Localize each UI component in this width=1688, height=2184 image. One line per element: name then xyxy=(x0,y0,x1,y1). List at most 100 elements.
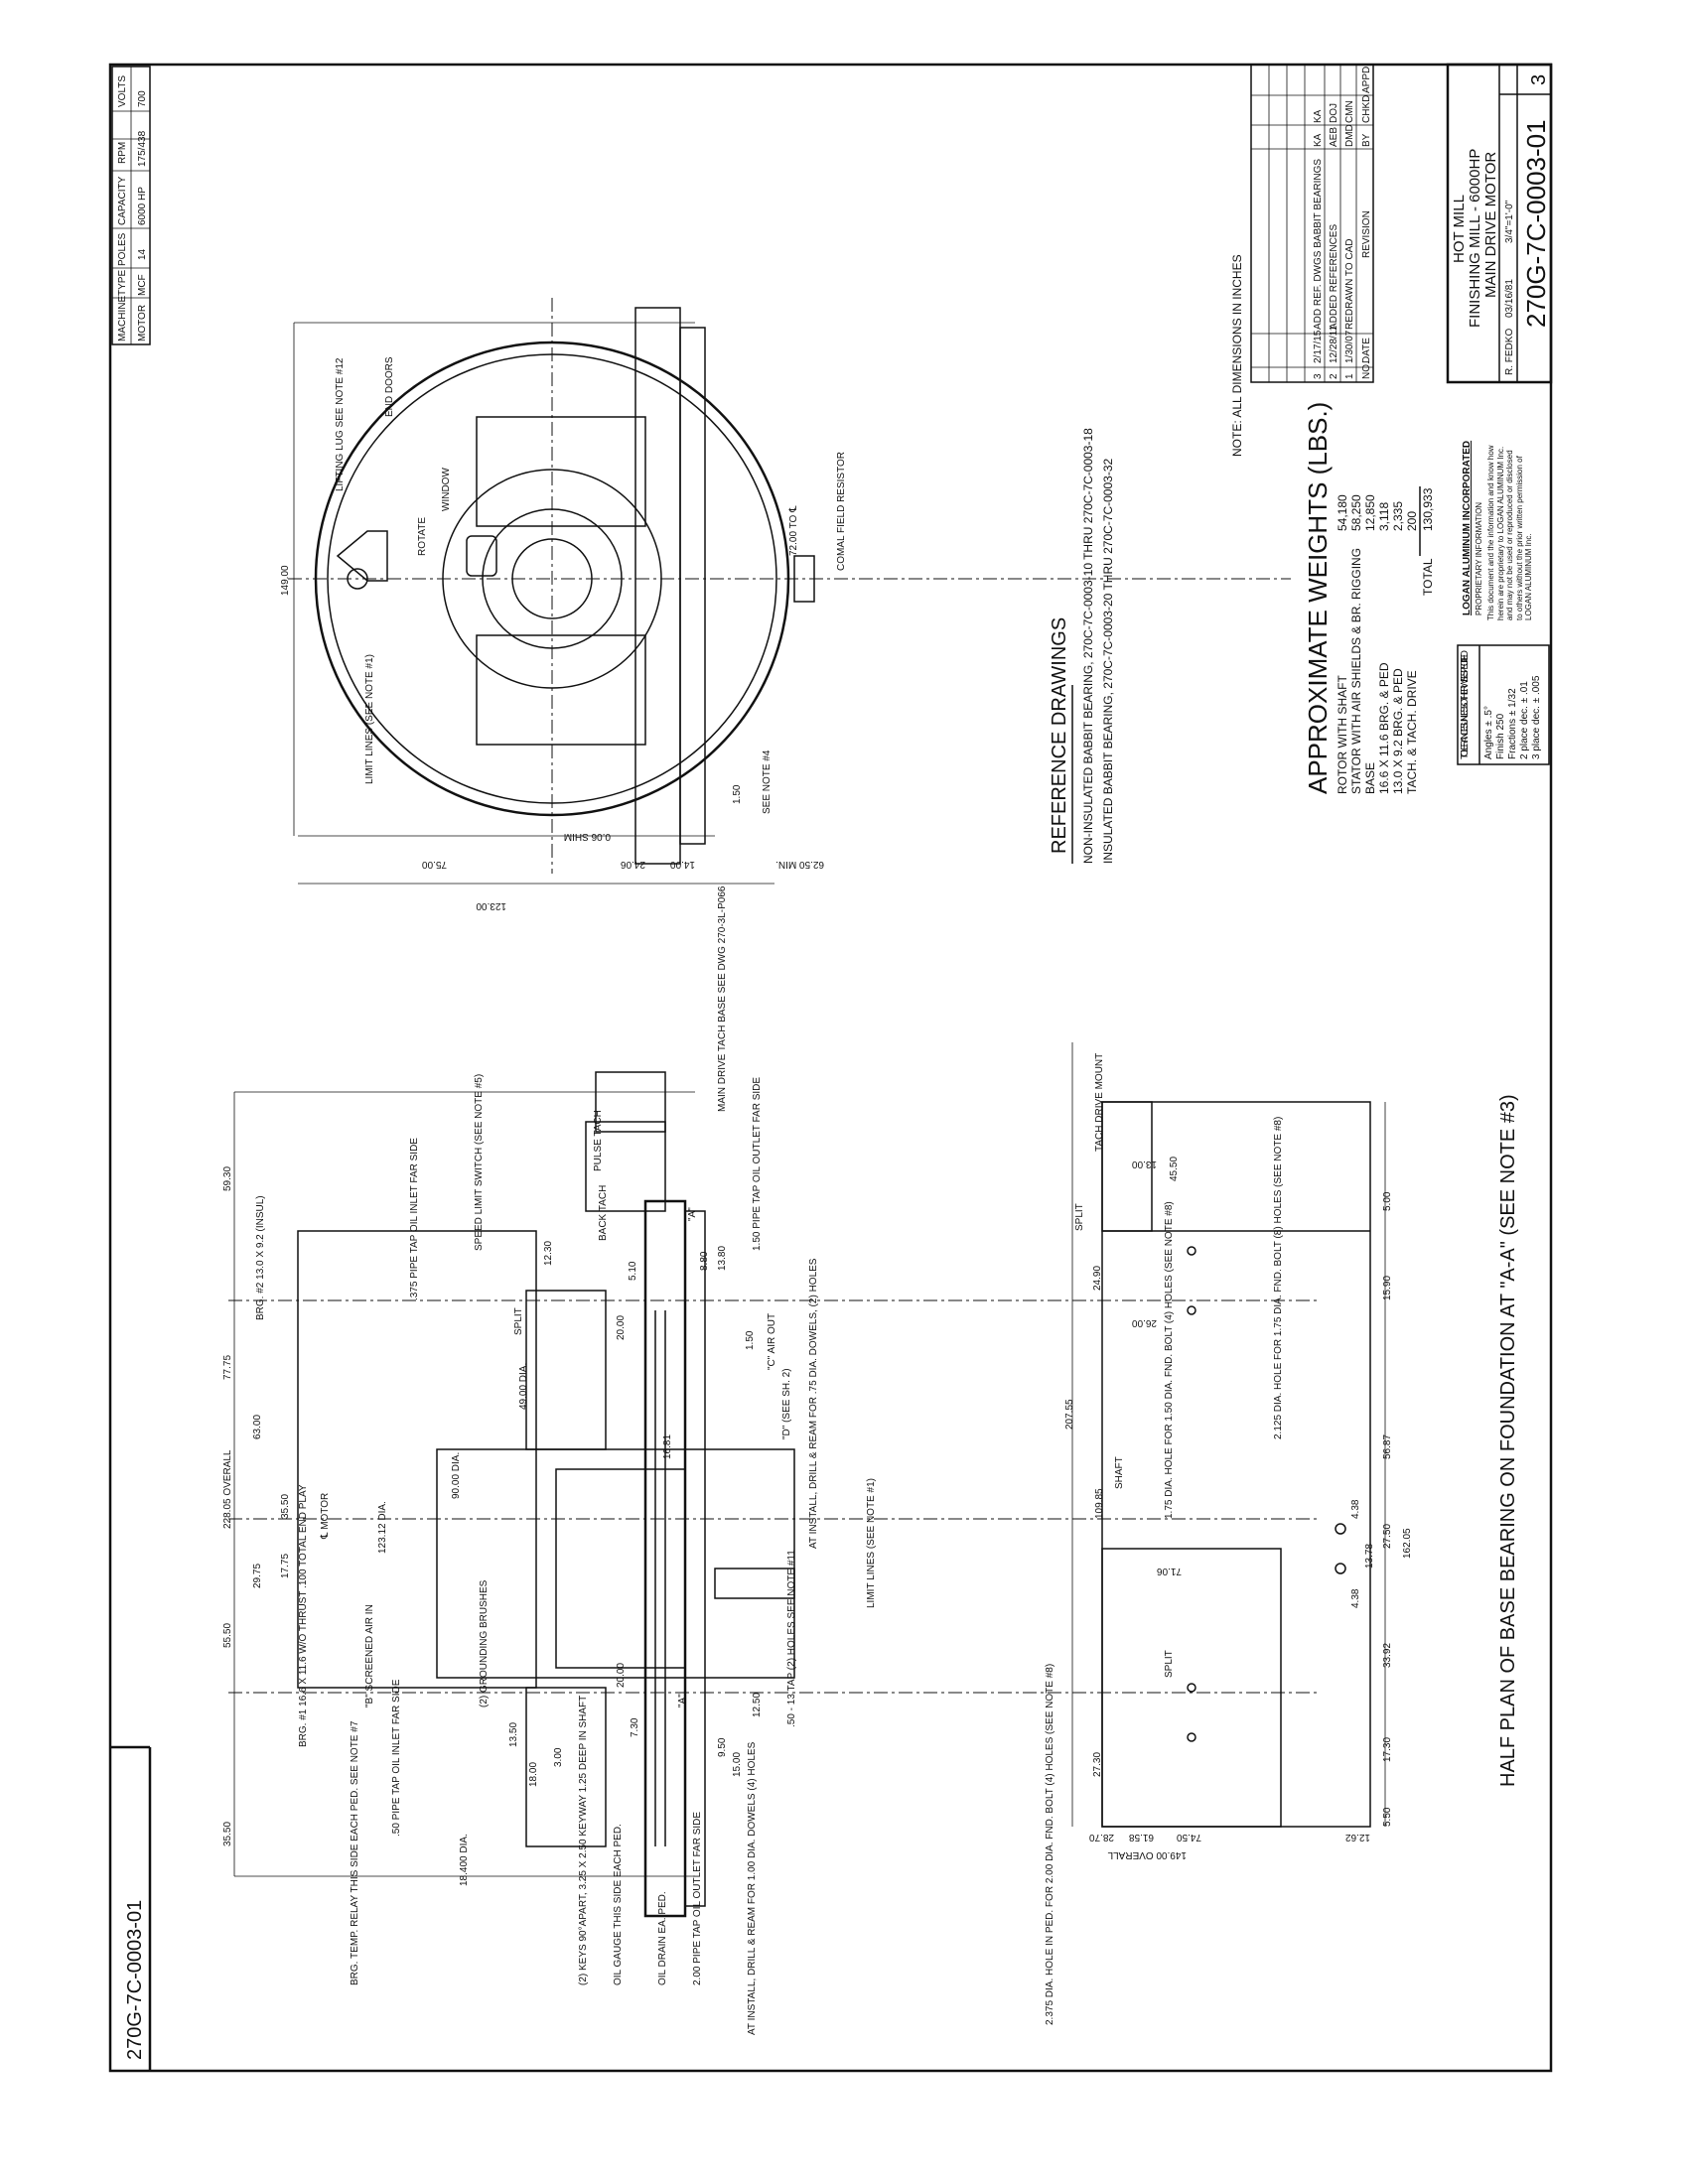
half-plan-view xyxy=(1071,1042,1386,1828)
drawing-label: MAIN DRIVE TACH BASE SEE DWG 270-3L-P066 xyxy=(717,886,728,1112)
drawing-label: 14 xyxy=(137,248,148,260)
proprietary-notice-text: This document and the information and kn… xyxy=(1486,445,1533,620)
drawing-label: LIFTING LUG SEE NOTE #12 xyxy=(335,357,346,491)
drawing-label: 77.75 xyxy=(222,1355,233,1380)
drawing-label: 20.00 xyxy=(616,1315,627,1340)
drawing-label: 3.00 xyxy=(553,1747,564,1767)
drawing-label: 17.75 xyxy=(280,1554,291,1578)
drawing-label: 63.00 xyxy=(252,1415,263,1439)
drawing-label: REDRAWN TO CAD xyxy=(1344,239,1355,331)
reference-drawings: REFERENCE DRAWINGS NON-INSULATED BABBIT … xyxy=(1049,428,1115,864)
drawing-label: BY xyxy=(1361,133,1372,147)
drawing-label: 55.50 xyxy=(222,1623,233,1648)
drawing-label: 13.78 xyxy=(1364,1544,1375,1569)
drawing-label: ROTATE xyxy=(417,517,428,556)
tolerances-box: TOLERANCES UNLESS OTHERWISE SPECIFIED An… xyxy=(1457,644,1550,765)
proprietary-notice: LOGAN ALUMINUM INCORPORATED PROPRIETARY … xyxy=(1462,441,1483,615)
drawing-label: KA xyxy=(1313,109,1324,123)
drawing-label: TYPE xyxy=(117,270,128,296)
drawing-label: TACH. & TACH. DRIVE xyxy=(1405,670,1419,794)
drawing-label: (2) GROUNDING BRUSHES xyxy=(479,1579,490,1707)
drawing-label: 16.6 X 11.6 BRG. & PED xyxy=(1377,662,1391,794)
drawing-label: HOT MILL xyxy=(1451,195,1468,263)
drawing-label: ROTOR WITH SHAFT xyxy=(1336,675,1349,794)
drawing-label: 13.00 xyxy=(1132,1159,1157,1169)
drawing-label: 3 place dec. ± .005 xyxy=(1531,675,1542,759)
drawing-label: 71.06 xyxy=(1157,1566,1182,1576)
drawing-label: 28.70 xyxy=(1089,1832,1114,1843)
drawing-label: 2,335 xyxy=(1391,501,1405,531)
drawing-label: 13.50 xyxy=(508,1722,519,1747)
drawing-label: 149.00 xyxy=(280,565,291,596)
drawing-label: 24.06 xyxy=(621,859,645,870)
drawing-label: REVISION xyxy=(1361,210,1372,258)
drawing-label: "D" (SEE SH. 2) xyxy=(781,1368,792,1439)
drawing-label: .50 PIPE TAP OIL INLET FAR SIDE xyxy=(391,1679,402,1837)
drawing-label: 13.80 xyxy=(717,1246,728,1271)
drawing-label: SPLIT xyxy=(513,1307,524,1335)
drawing-label: VOLTS xyxy=(117,75,128,107)
drawing-label: 175/438 xyxy=(137,130,148,167)
drawing-label: BRG. #2 13.0 X 9.2 (INSUL) xyxy=(255,1195,266,1320)
end-view-labels: 149.00 123.00 75.00 24.06 14.00 62.50 MI… xyxy=(280,356,847,911)
drawing-label: 5.50 xyxy=(1382,1807,1393,1827)
drawing-label: LIMIT LINES (SEE NOTE #1) xyxy=(364,654,375,784)
drawing-label: 16.81 xyxy=(662,1434,673,1459)
drawing-label: END DOORS xyxy=(384,356,395,417)
drawing-label: OIL DRAIN EA. PED. xyxy=(657,1891,668,1985)
drawing-label: 58,250 xyxy=(1349,494,1363,531)
drawing-label: "A" xyxy=(677,1694,688,1707)
drawing-label: 5.10 xyxy=(628,1261,638,1281)
drawing-label: SEE NOTE #4 xyxy=(762,750,773,814)
drawing-label: 12.50 xyxy=(752,1693,763,1717)
drawing-label: BRG. TEMP. RELAY THIS SIDE EACH PED. SEE… xyxy=(350,1720,360,1985)
drawing-label: 54,180 xyxy=(1336,494,1349,531)
drawing-label: MAIN DRIVE MOTOR xyxy=(1482,152,1499,298)
drawing-label: MOTOR xyxy=(137,305,148,341)
drawing-label: DATE xyxy=(1361,338,1372,363)
drawing-label: SPLIT xyxy=(1074,1203,1085,1231)
drawing-label: OIL GAUGE THIS SIDE EACH PED. xyxy=(613,1824,624,1985)
drawing-label: 109.85 xyxy=(1094,1488,1105,1519)
drawing-label: R. FEDKO xyxy=(1504,329,1515,375)
drawing-label: 35.50 xyxy=(222,1822,233,1846)
drawing-label: 59.30 xyxy=(222,1166,233,1191)
drawing-label: 207.55 xyxy=(1064,1399,1075,1430)
drawing-label: 14.00 xyxy=(670,859,695,870)
drawing-label: FINISHING MILL - 6000HP xyxy=(1467,149,1483,328)
side-drawing-number: 270G-7C-0003-01 xyxy=(110,1745,152,2071)
drawing-label: 700 xyxy=(137,90,148,107)
drawing-label: 90.00 DIA. xyxy=(451,1452,462,1499)
drawing-label: 270G-7C-0003-01 xyxy=(124,1900,146,2060)
drawing-label: 72.00 TO ℄ xyxy=(788,505,799,556)
drawing-label: 2.00 PIPE TAP OIL OUTLET FAR SIDE xyxy=(692,1812,703,1985)
lifting-lug xyxy=(336,530,388,582)
drawing-label: 123.12 DIA. xyxy=(377,1501,388,1554)
drawing-label: BRG. #1 16.6 X 11.6 W/O THRUST .100 TOTA… xyxy=(298,1484,309,1747)
drawing-label: DMD xyxy=(1344,124,1355,147)
drawing-label: SPLIT xyxy=(1164,1650,1175,1678)
drawing-label: (2) KEYS 90°APART, 3.25 X 2.50 KEYWAY 1.… xyxy=(578,1696,589,1985)
sheet-border xyxy=(108,63,1553,2073)
drawing-label: 27.30 xyxy=(1092,1752,1103,1777)
drawing-label: Angles ± .5° xyxy=(1483,706,1494,759)
drawing-label: DOJ xyxy=(1329,103,1339,123)
approximate-weights: APPROXIMATE WEIGHTS (LBS.) ROTOR WITH SH… xyxy=(1303,402,1435,794)
drawing-label: WINDOW xyxy=(441,468,452,511)
drawing-label: AEB xyxy=(1329,127,1339,147)
drawing-label: 1/30/07 xyxy=(1344,330,1355,363)
drawing-label: TOTAL xyxy=(1421,558,1435,596)
drawing-label: Finish 250 xyxy=(1495,713,1506,759)
drawing-label: 130,933 xyxy=(1421,487,1435,531)
drawing-label: STATOR WITH AIR SHIELDS & BR. RIGGING xyxy=(1349,548,1363,794)
revision-block: 3 2/17/15 ADD REF. DWGS BABBIT BEARINGS … xyxy=(1250,64,1374,383)
title-block: HOT MILL FINISHING MILL - 6000HP MAIN DR… xyxy=(1446,63,1553,384)
drawing-label: TOLERANCES UNLESS OTHERWISE SPECIFIED xyxy=(1460,650,1471,759)
drawing-label: 62.50 MIN. xyxy=(775,859,824,870)
drawing-label: 74.50 xyxy=(1177,1832,1201,1843)
drawing-label: Fractions ± 1/32 xyxy=(1507,688,1518,759)
drawing-label: "B" SCREENED AIR IN xyxy=(364,1604,375,1707)
drawing-label: 3,118 xyxy=(1377,502,1391,531)
drawing-label: 3 xyxy=(1313,373,1324,379)
